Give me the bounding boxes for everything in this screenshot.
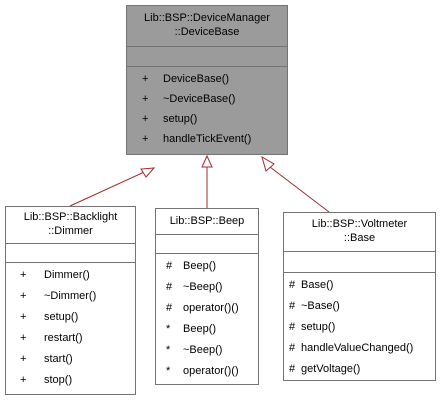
member-item[interactable]: # handleValueChanged(): [284, 338, 435, 358]
visibility-marker: #: [166, 260, 173, 272]
member-name: setup(): [163, 113, 198, 125]
visibility-marker: +: [20, 290, 27, 302]
visibility-marker: #: [289, 300, 296, 312]
member-name: setup(): [44, 311, 79, 323]
member-name: handleValueChanged(): [301, 342, 414, 354]
class-title-line: Lib::BSP::Voltmeter: [311, 218, 408, 230]
visibility-marker: +: [20, 332, 27, 344]
member-item[interactable]: * operator()(): [156, 361, 258, 381]
member-name: Beep(): [183, 323, 217, 335]
member-name: setup(): [301, 321, 336, 333]
methods-divider: [156, 253, 258, 254]
attributes-divider: [156, 234, 258, 235]
member-name: getVoltage(): [301, 363, 361, 375]
class-title-line: Lib::BSP::Beep: [169, 215, 245, 227]
member-name: ~Beep(): [183, 281, 223, 293]
member-name: Base(): [301, 279, 334, 291]
visibility-marker: +: [20, 374, 27, 386]
attributes-divider: [6, 243, 135, 244]
class-voltmeter-base[interactable]: Lib::BSP::Voltmeter ::Base # Base() # ~B…: [283, 212, 436, 381]
visibility-marker: +: [142, 73, 149, 85]
visibility-marker: +: [20, 311, 27, 323]
member-item[interactable]: # Base(): [284, 275, 435, 295]
member-item[interactable]: * ~Beep(): [156, 340, 258, 360]
member-item[interactable]: # ~Base(): [284, 296, 435, 316]
member-item[interactable]: + setup(): [6, 307, 135, 327]
member-name: ~Dimmer(): [44, 290, 97, 302]
member-item[interactable]: + DeviceBase(): [127, 69, 287, 89]
member-item[interactable]: + Dimmer(): [6, 265, 135, 285]
voltmeter-inheritance-arrowhead: [261, 155, 275, 172]
member-name: handleTickEvent(): [163, 133, 252, 145]
methods-divider: [284, 272, 435, 273]
class-devicebase[interactable]: Lib::BSP::DeviceManager ::DeviceBase + D…: [126, 5, 288, 155]
visibility-marker: *: [166, 365, 171, 377]
visibility-marker: #: [289, 342, 296, 354]
class-title-line: ::Base: [343, 232, 376, 244]
visibility-marker: +: [142, 93, 149, 105]
class-beep[interactable]: Lib::BSP::Beep # Beep() # ~Beep() # oper…: [155, 208, 259, 385]
dimmer-inheritance-edge: [69, 167, 154, 207]
attributes-divider: [127, 46, 287, 47]
member-name: ~DeviceBase(): [163, 93, 236, 105]
member-name: Beep(): [183, 260, 217, 272]
dimmer-inheritance-arrowhead: [140, 167, 156, 178]
visibility-marker: *: [166, 323, 171, 335]
member-item[interactable]: # setup(): [284, 317, 435, 337]
member-item[interactable]: + stop(): [6, 370, 135, 390]
class-title-line: ::Dimmer: [48, 225, 93, 237]
class-devicebase-title: Lib::BSP::DeviceManager ::DeviceBase: [127, 6, 287, 46]
methods-divider: [6, 262, 135, 263]
member-item[interactable]: + setup(): [127, 109, 287, 129]
class-dimmer[interactable]: Lib::BSP::Backlight ::Dimmer + Dimmer() …: [5, 206, 136, 395]
member-name: Dimmer(): [44, 269, 90, 281]
visibility-marker: +: [20, 269, 27, 281]
voltmeter-inheritance-edge: [269, 166, 330, 213]
visibility-marker: #: [289, 321, 296, 333]
attributes-divider: [284, 251, 435, 252]
class-title-line: Lib::BSP::DeviceManager: [144, 12, 270, 24]
member-item[interactable]: + handleTickEvent(): [127, 129, 287, 149]
class-voltmeter-base-title: Lib::BSP::Voltmeter ::Base: [284, 213, 435, 251]
visibility-marker: #: [166, 281, 173, 293]
visibility-marker: +: [20, 353, 27, 365]
member-item[interactable]: # getVoltage(): [284, 359, 435, 379]
beep-inheritance-arrowhead: [201, 154, 213, 168]
member-name: stop(): [44, 374, 73, 386]
member-item[interactable]: + restart(): [6, 328, 135, 348]
member-name: start(): [44, 353, 73, 365]
member-item[interactable]: + start(): [6, 349, 135, 369]
class-title-line: ::DeviceBase: [174, 26, 240, 38]
visibility-marker: #: [166, 302, 173, 314]
member-name: ~Beep(): [183, 344, 223, 356]
member-name: restart(): [44, 332, 83, 344]
visibility-marker: #: [289, 279, 296, 291]
methods-divider: [127, 66, 287, 67]
member-name: operator()(): [183, 365, 239, 377]
visibility-marker: #: [289, 363, 296, 375]
member-item[interactable]: + ~DeviceBase(): [127, 89, 287, 109]
class-dimmer-title: Lib::BSP::Backlight ::Dimmer: [6, 207, 135, 243]
member-name: DeviceBase(): [163, 73, 230, 85]
member-item[interactable]: # operator()(): [156, 298, 258, 318]
class-beep-title: Lib::BSP::Beep: [156, 209, 258, 234]
visibility-marker: +: [142, 113, 149, 125]
visibility-marker: +: [142, 133, 149, 145]
member-item[interactable]: # ~Beep(): [156, 277, 258, 297]
member-item[interactable]: * Beep(): [156, 319, 258, 339]
member-item[interactable]: # Beep(): [156, 256, 258, 276]
class-title-line: Lib::BSP::Backlight: [23, 211, 118, 223]
member-item[interactable]: + ~Dimmer(): [6, 286, 135, 306]
member-name: operator()(): [183, 302, 239, 314]
member-name: ~Base(): [301, 300, 340, 312]
visibility-marker: *: [166, 344, 171, 356]
